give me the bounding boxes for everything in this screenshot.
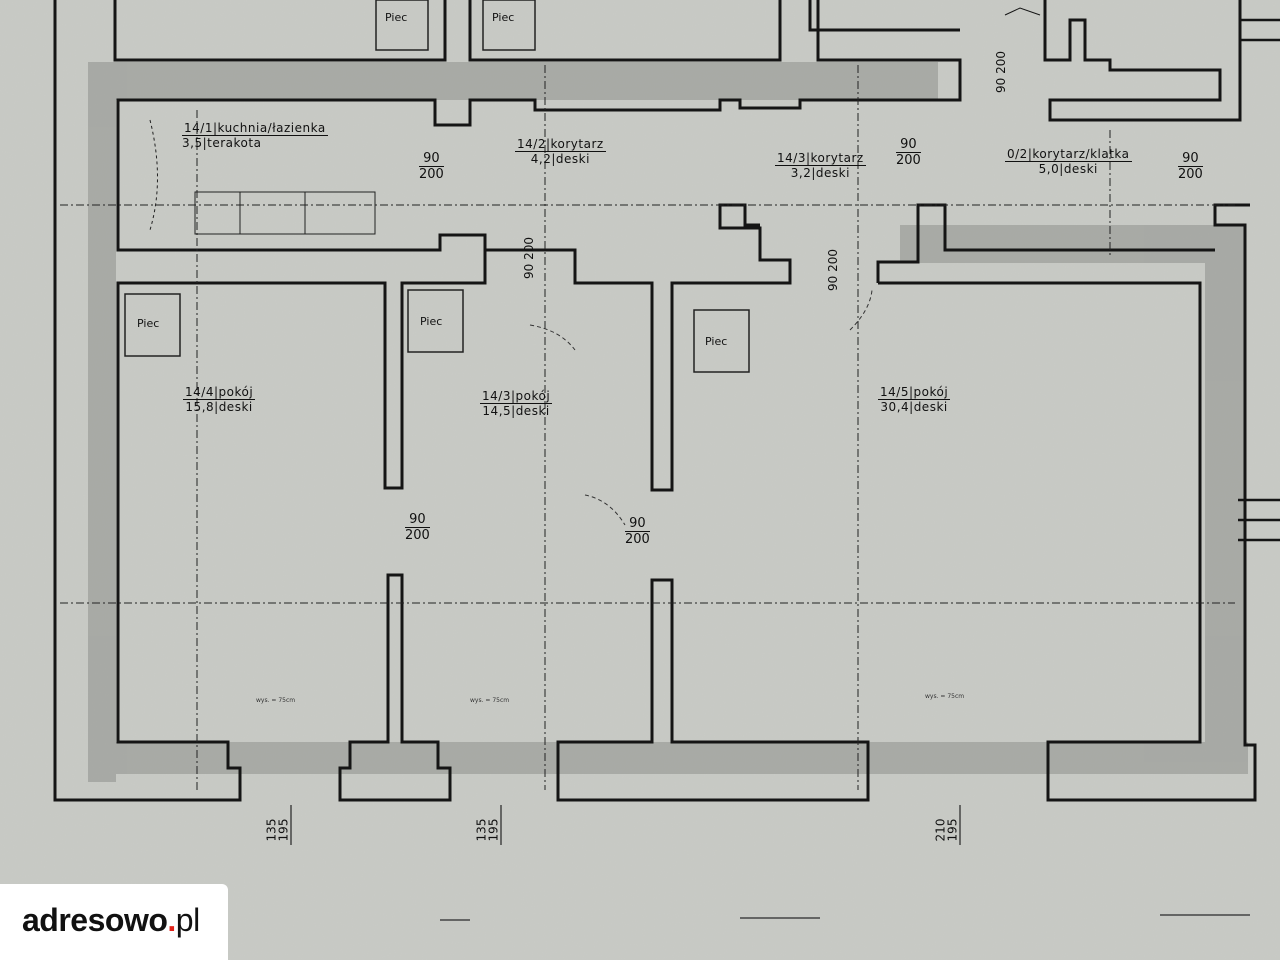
oven-label-top-1: Piec [385,11,408,24]
logo-text: adresowo.pl [22,902,200,938]
oven-label-top-2: Piec [492,11,515,24]
height-note-left: wys. = 75cm [256,697,296,704]
oven-label-room-right: Piec [705,335,728,348]
oven-label-room-middle: Piec [420,315,443,328]
room-label-room-middle: 14/3|pokój 14,5|deski [480,389,553,418]
room-label-corridor-1: 14/2|korytarz 4,2|deski [515,137,606,166]
room-label-room-left: 14/4|pokój 15,8|deski [183,385,256,414]
wall-shading [88,62,1248,782]
room-label-room-right: 14/5|pokój 30,4|deski [878,385,951,414]
oven-boxes [124,0,750,373]
room-label-staircase: 0/2|korytarz/klatka 5,0|deski [1005,147,1132,176]
door-label-corridor-right: 90 200 [826,248,841,292]
room-label-kitchen: 14/1|kuchnia/łazienka 3,5|terakota [182,121,328,150]
door-label-top-right: 90 200 [994,50,1009,94]
right-edge-fragments [1004,7,1280,542]
walls [53,0,1257,802]
height-note-middle: wys. = 75cm [470,697,510,704]
height-note-right: wys. = 75cm [925,693,965,700]
door-label-corridor-center: 90 200 [522,236,537,280]
door-arcs [529,289,873,526]
room-label-corridor-2: 14/3|korytarz 3,2|deski [775,151,866,180]
bottom-marks [290,805,1250,921]
oven-label-room-left: Piec [137,317,160,330]
watermark-logo: adresowo.pl [0,884,228,960]
axis-lines [60,65,1235,790]
kitchen-fixtures [149,119,376,235]
